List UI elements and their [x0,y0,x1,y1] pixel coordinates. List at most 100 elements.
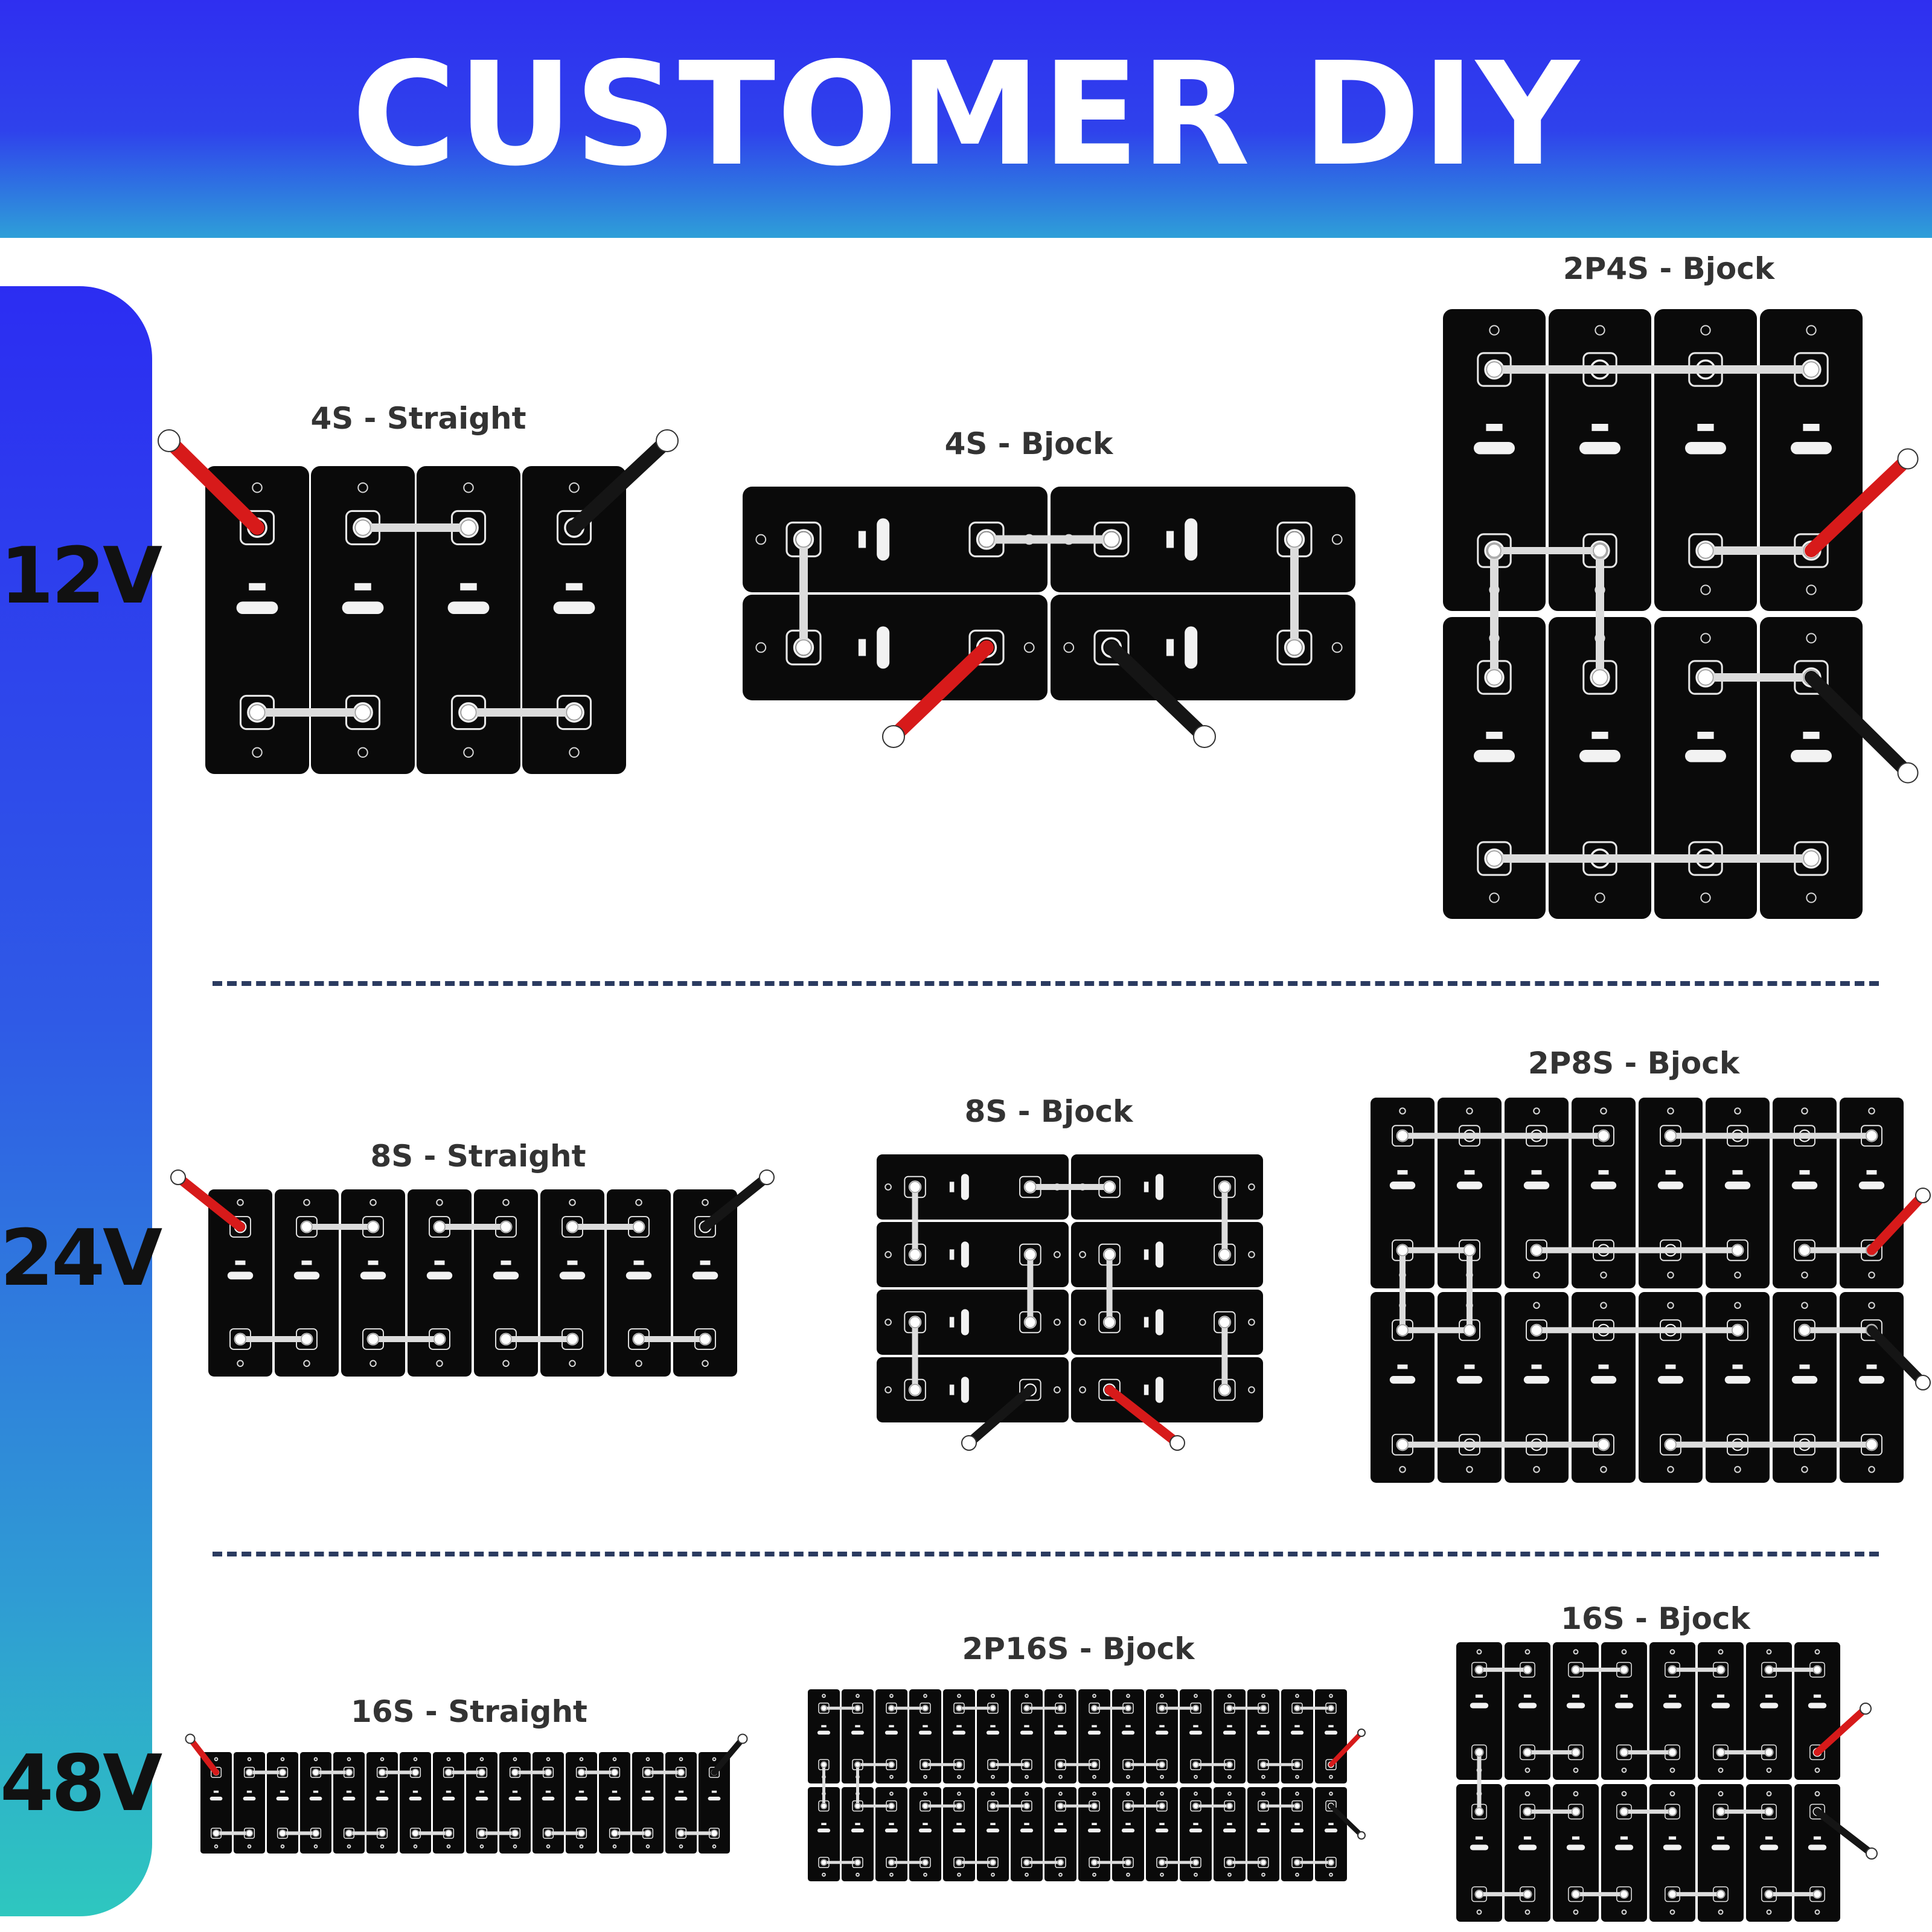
cell-vent [1657,1182,1684,1189]
cell-vent [1389,1182,1416,1189]
cell-marker [1523,1836,1532,1840]
positive-cable [162,433,264,535]
cell-marker [1144,1249,1149,1260]
cell-marker [949,1182,955,1192]
cell-screw [1718,1909,1724,1915]
cell-marker [923,1725,928,1727]
battery-cell [1438,1292,1502,1483]
cell-screw [1054,1386,1061,1393]
battery-cell [522,466,626,774]
busbar-bolt [1764,1748,1774,1757]
busbar-bolt [956,1704,962,1712]
battery-cell [366,1752,398,1854]
cell-vent [447,601,490,615]
battery-cell [275,1189,339,1377]
cell-marker [1328,1823,1334,1825]
cell-marker [1193,1823,1198,1825]
cell-screw [755,642,767,653]
battery-cell [1746,1642,1792,1780]
busbar-bolt [820,1704,827,1712]
busbar-bolt [820,1802,827,1809]
cell-vent [1685,750,1726,763]
battery-cell [943,1689,975,1783]
cell-screw [702,1198,709,1206]
cell-screw [479,1757,484,1762]
cell-screw [1063,642,1075,653]
cell-vent [1579,442,1620,455]
cell-screw [1476,1909,1482,1915]
busbar-bolt [644,1829,652,1837]
cell-vent [1290,1828,1304,1832]
cell-screw [1669,1767,1675,1773]
cell-screw [1806,892,1817,903]
battery-cell [808,1689,840,1783]
positive-cable [1814,1705,1869,1756]
cell-vent [1759,1844,1779,1850]
cell-vent [851,1828,865,1832]
battery-cell [1840,1292,1904,1483]
battery-cell [533,1752,564,1854]
battery-cell [1371,1098,1435,1288]
busbar-bolt [566,1333,578,1345]
busbar-bolt [577,1768,586,1776]
cell-terminal-frame [694,1216,716,1238]
cell-screw [463,482,474,493]
busbar-bolt [1396,1324,1409,1336]
divider-24v-48v [213,1552,1879,1556]
cell-marker [858,639,866,656]
busbar-bolt [212,1829,220,1837]
cell-vent [1020,1730,1034,1735]
busbar-bolt [500,1333,512,1345]
cell-vent [1566,1844,1585,1850]
cell-marker [1591,732,1608,739]
cell-terminal-frame [229,1216,251,1238]
busbar-bolt [1571,1748,1581,1757]
cell-screw [1766,1791,1772,1797]
cell-screw [1700,584,1711,595]
cell-screw [280,1844,285,1849]
cell-screw [1667,1302,1674,1309]
positive-cable-lug [1897,448,1919,470]
cell-marker [1125,1725,1131,1727]
cell-marker [1799,1364,1810,1369]
busbar-bolt [854,1761,861,1768]
cell-screw [1261,1774,1265,1779]
cell-screw [1814,1791,1820,1797]
cell-vent [1155,1241,1163,1268]
cell-vent [1663,1703,1682,1709]
cell-marker [821,1823,827,1825]
label-16s-bjock: 16S - Bjock [1561,1601,1750,1636]
cell-terminal-frame [1325,1800,1337,1812]
battery-cell [1505,1642,1550,1780]
cell-vent [1791,750,1832,763]
busbar-bolt [301,1221,313,1233]
cell-screw [1126,1774,1130,1779]
diagram-8s-straight [170,1169,775,1377]
cell-screw [1766,1649,1772,1655]
cell-terminal-frame [1325,1759,1337,1771]
battery-cell [1247,1787,1279,1881]
cell-vent [508,1796,522,1801]
battery-cell [1247,1689,1279,1783]
negative-cable-lug [961,1435,977,1451]
busbar-bolt [1091,1761,1098,1768]
cell-vent [293,1271,320,1280]
cell-vent [342,1796,356,1801]
cell-vent [1185,626,1198,669]
cell-marker [1092,1823,1097,1825]
busbar-bolt [1523,1748,1532,1757]
cell-marker [1475,1694,1483,1698]
busbar-bolt [460,519,477,536]
cell-vent [1474,442,1515,455]
busbar-bolt [511,1829,519,1837]
cell-marker [821,1725,827,1727]
positive-cable-lug [1860,1703,1872,1715]
busbar-bolt [888,1859,895,1866]
diagram-16s-bjock [1456,1642,1878,1922]
busbar-bolt [677,1768,685,1776]
cell-screw [712,1844,717,1849]
cell-screw [214,1844,219,1849]
busbar-bolt [795,639,812,656]
cell-screw [645,1844,650,1849]
cell-vent [1685,442,1726,455]
